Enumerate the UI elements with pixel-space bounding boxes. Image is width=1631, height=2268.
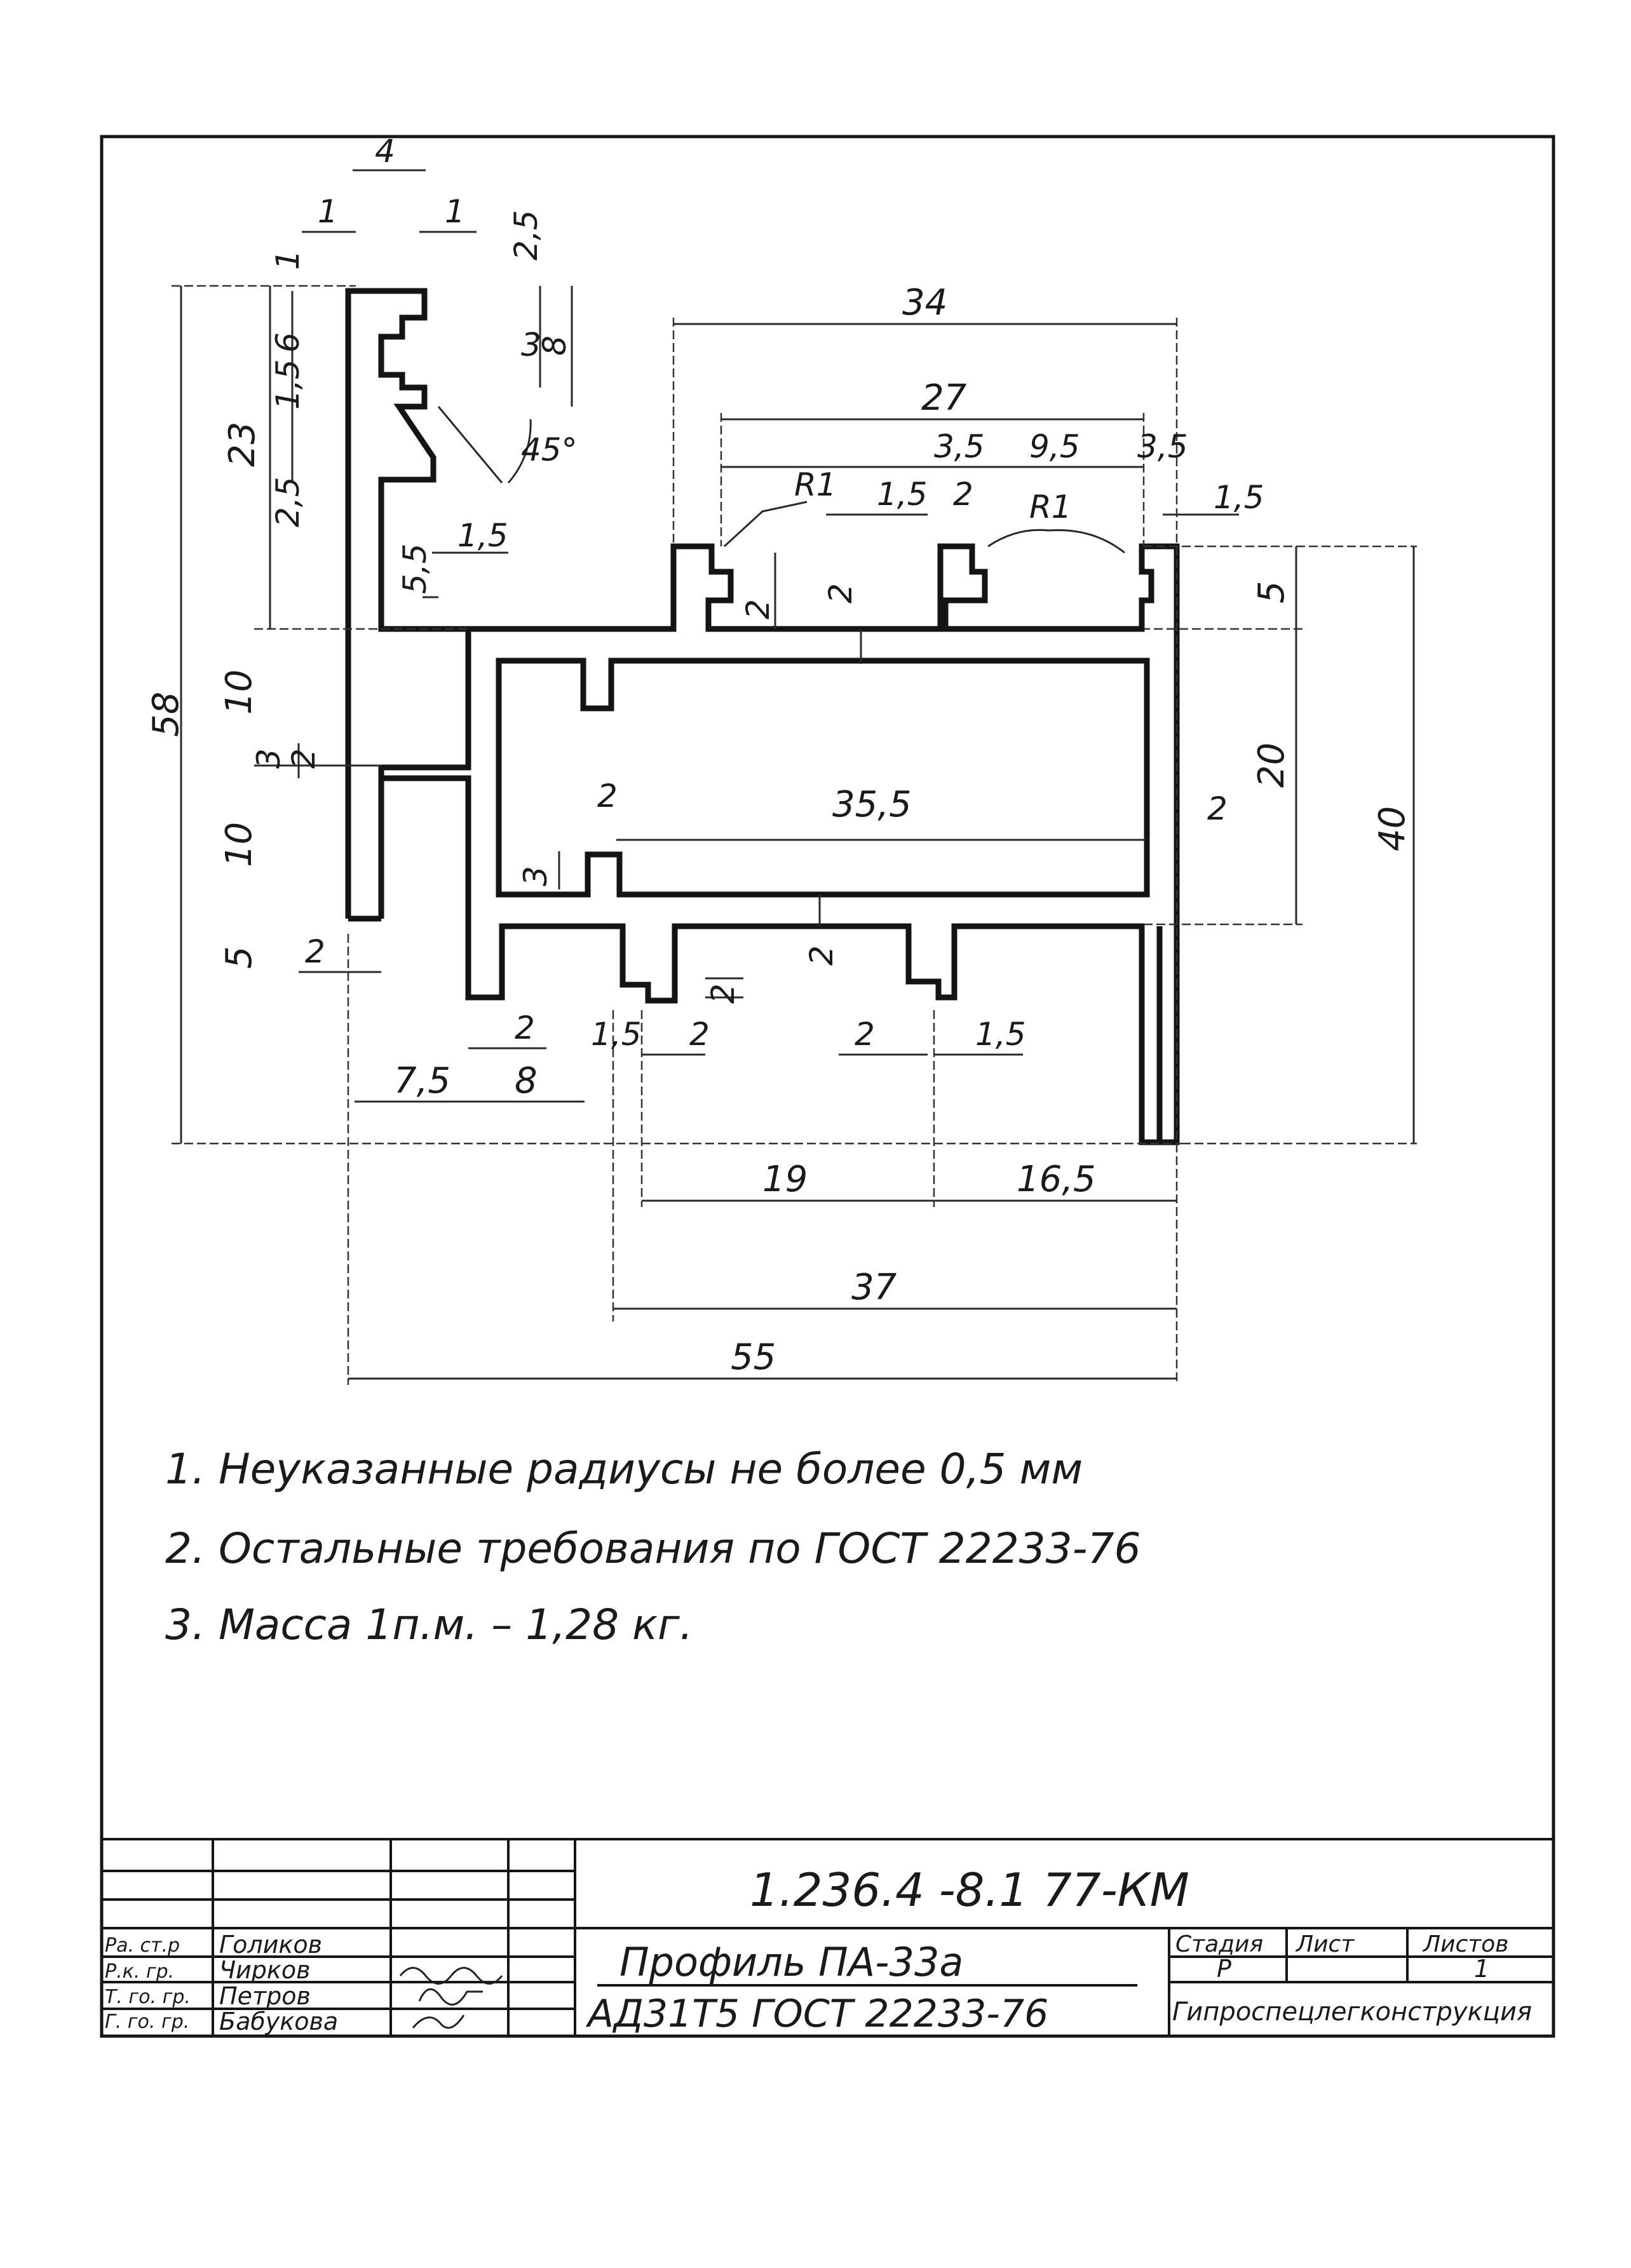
dim-8-bottom: 8 [515, 1060, 538, 1102]
dim-7-5: 7,5 [394, 1060, 450, 1102]
stage-header: Стадия [1175, 1931, 1263, 1957]
dim-2-foot: 2 [515, 1009, 535, 1046]
note-2: 2. Остальные требования по ГОСТ 22233-76 [165, 1524, 1140, 1573]
role-3: Т. го. гр. [105, 1986, 191, 2008]
dim-34: 34 [902, 282, 947, 323]
dim-2-slot-small: 2 [705, 983, 741, 1004]
dim-2-5-side: 2,5 [269, 476, 306, 527]
role-2: Р.к. гр. [105, 1961, 174, 1983]
dim-58: 58 [146, 692, 187, 737]
dim-1-5-foot: 1,5 [591, 1016, 642, 1053]
dim-2-wall: 2 [822, 583, 859, 604]
dim-3: 3 [521, 327, 541, 363]
dim-2-inner-right: 2 [1207, 790, 1228, 827]
role-1: Ра. ст.р [105, 1934, 180, 1957]
organization-name: Гипроспецлегконструкция [1172, 1997, 1532, 2027]
dim-1-5-side: 1,5 [269, 359, 306, 410]
dim-1-left: 1 [318, 193, 338, 230]
stage-value: Р [1217, 1955, 1231, 1983]
dim-3-5-left: 3,5 [934, 428, 985, 465]
product-name: Профиль ПА-33а [619, 1939, 963, 1985]
material-spec: АД31Т5 ГОСТ 22233-76 [585, 1992, 1048, 2036]
dim-1-right: 1 [445, 193, 465, 230]
name-4: Бабукова [219, 2008, 338, 2035]
sheet-frame [100, 135, 1555, 2038]
dim-5-5: 5,5 [396, 543, 433, 594]
dim-3-5-right: 3,5 [1137, 428, 1188, 465]
dim-27: 27 [921, 377, 967, 419]
dim-2-bottom-wall: 2 [803, 945, 840, 966]
title-block: 1.236.4 -8.1 77-КМ Профиль ПА-33а АД31Т5… [100, 1838, 1555, 2037]
dim-4: 4 [375, 133, 395, 170]
dim-45-deg: 45° [521, 431, 578, 468]
sheets-value: 1 [1474, 1955, 1489, 1983]
sheets-header: Листов [1422, 1931, 1508, 1957]
dim-1-5-mid: 1,5 [877, 476, 928, 513]
dim-10-upper: 10 [219, 670, 260, 715]
dim-2-left: 2 [285, 748, 322, 769]
dim-1-5-right: 1,5 [1214, 479, 1264, 516]
dim-35-5: 35,5 [832, 784, 912, 825]
dim-2-leg: 2 [305, 933, 325, 970]
dim-5-left: 5 [219, 946, 260, 969]
signature-3 [418, 1988, 483, 2006]
dimension-texts: 4 1 1 2,5 1 6 3 8 1,5 23 45° 2,5 1,5 5,5… [146, 133, 1413, 1378]
dim-3-left: 3 [250, 748, 287, 769]
dim-3-inner: 3 [517, 866, 554, 886]
notes: 1. Неуказанные радиусы не более 0,5 мм 2… [165, 1445, 1140, 1649]
dim-23: 23 [222, 422, 263, 467]
profile-outline [345, 288, 1180, 1145]
signature-4 [412, 2015, 465, 2029]
note-3: 3. Масса 1п.м. – 1,28 кг. [165, 1600, 693, 1649]
dim-6: 6 [269, 332, 306, 353]
dim-r1-right: R1 [1029, 489, 1072, 525]
dim-8: 8 [536, 335, 573, 356]
dim-1-side: 1 [269, 250, 306, 270]
dim-2-foot-right: 2 [855, 1016, 875, 1053]
dim-10-lower: 10 [219, 822, 260, 867]
dim-2-mid: 2 [953, 476, 973, 513]
sheet-header: Лист [1295, 1931, 1355, 1957]
signature-2 [399, 1967, 503, 1985]
dim-5-right: 5 [1251, 581, 1292, 604]
dim-2-slot: 2 [740, 599, 776, 619]
name-3: Петров [219, 1982, 311, 2010]
dim-2-inner: 2 [597, 778, 618, 814]
dim-r1-left: R1 [794, 466, 837, 503]
name-2: Чирков [219, 1956, 310, 1984]
dim-2-5-top: 2,5 [508, 210, 545, 260]
dim-1-5-foot-right: 1,5 [975, 1016, 1026, 1053]
role-4: Г. го. гр. [105, 2011, 189, 2033]
dim-37: 37 [851, 1267, 897, 1308]
dim-19: 19 [762, 1159, 808, 1200]
dim-2-foot-mid: 2 [689, 1016, 710, 1053]
dimension-lines [172, 169, 1417, 1385]
note-1: 1. Неуказанные радиусы не более 0,5 мм [165, 1445, 1083, 1494]
dim-40: 40 [1372, 806, 1413, 851]
doc-code: 1.236.4 -8.1 77-КМ [750, 1863, 1189, 1917]
dim-1-5-lower: 1,5 [457, 517, 508, 554]
dim-55: 55 [731, 1337, 776, 1378]
dim-9-5: 9,5 [1029, 428, 1080, 465]
dim-20: 20 [1251, 743, 1292, 788]
name-1: Голиков [219, 1931, 322, 1959]
dim-16-5: 16,5 [1017, 1159, 1096, 1200]
